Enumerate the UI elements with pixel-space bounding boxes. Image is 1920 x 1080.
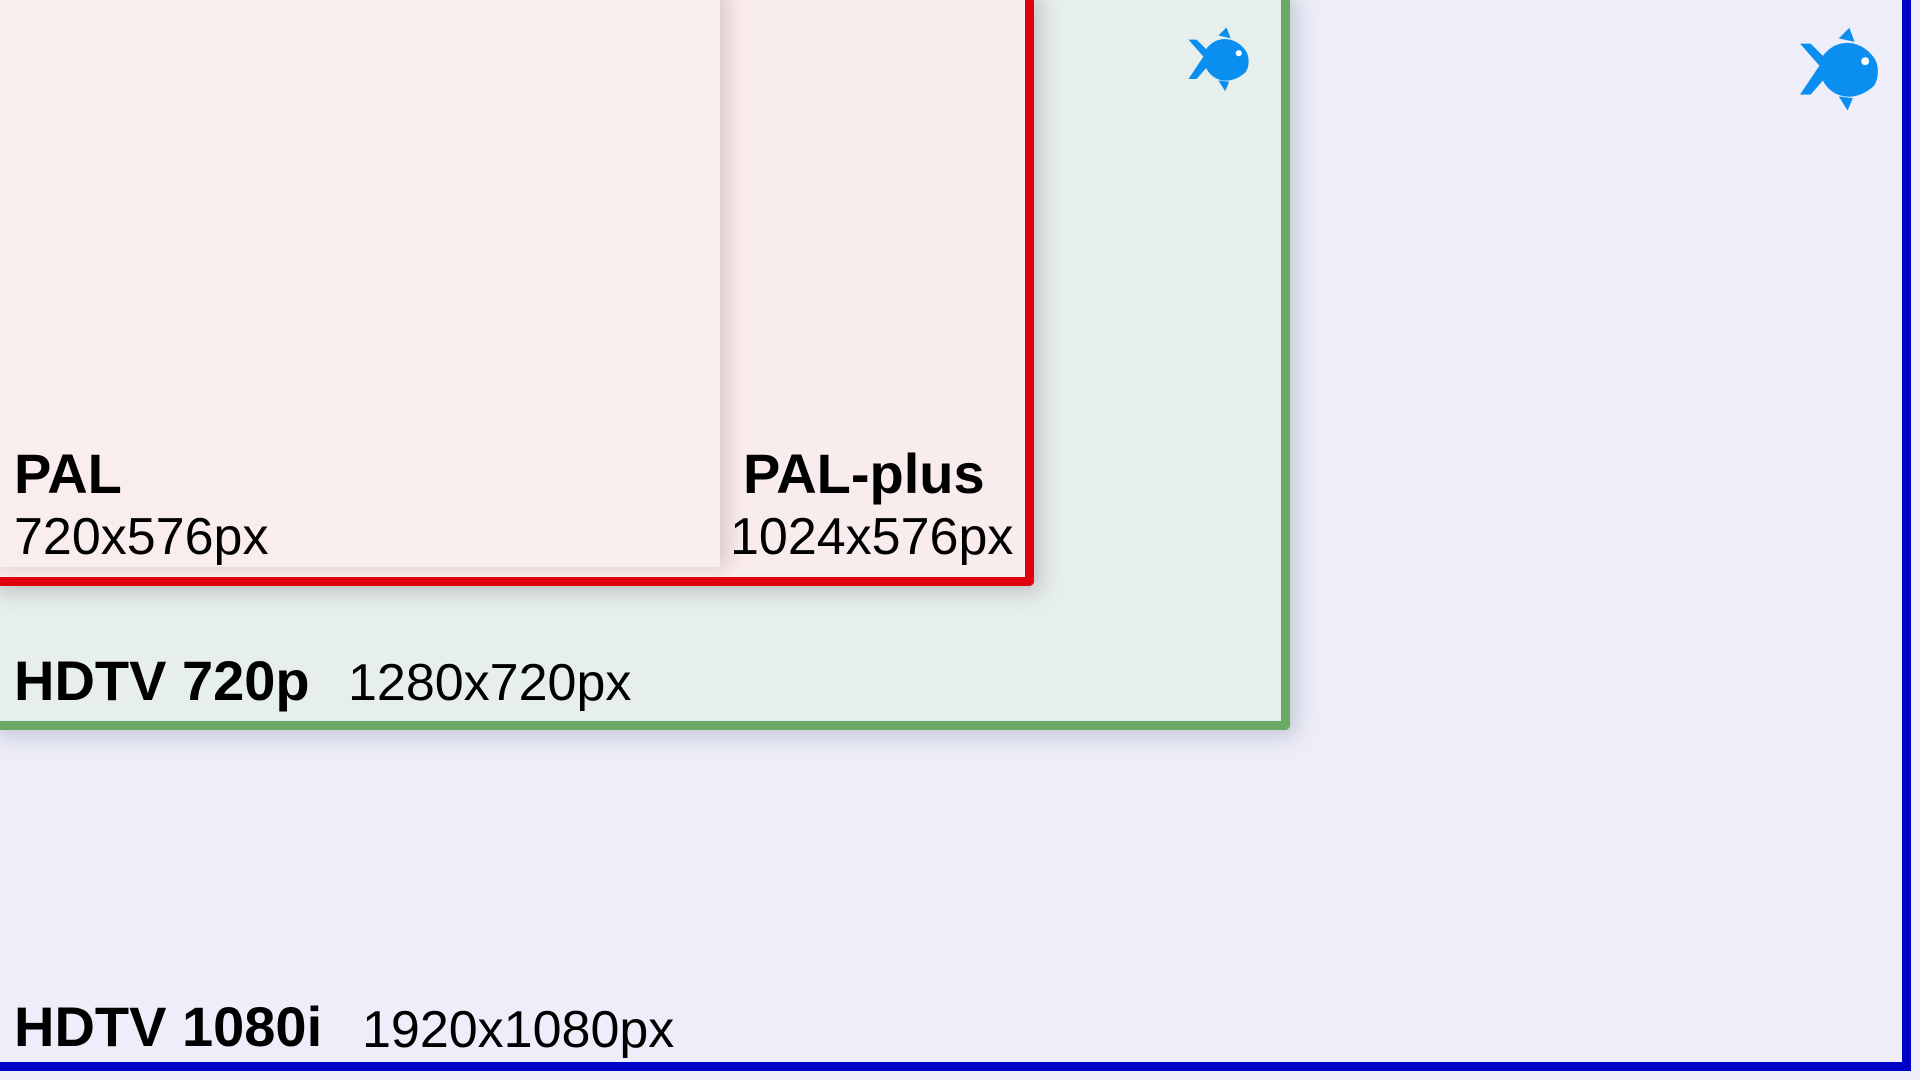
frame-pal (0, 0, 720, 567)
fish-icon (1800, 27, 1878, 111)
format-title-hdtv-1080i: HDTV 1080i (14, 995, 323, 1058)
fish-icon (1188, 27, 1249, 92)
format-title-pal: PAL (14, 442, 122, 505)
format-title-pal-plus: PAL-plus (743, 442, 985, 505)
format-size-hdtv-720p: 1280x720px (348, 654, 632, 712)
format-size-pal-plus: 1024x576px (730, 508, 1014, 566)
format-size-hdtv-1080i: 1920x1080px (362, 1001, 675, 1059)
format-title-hdtv-720p: HDTV 720p (14, 649, 310, 712)
format-size-pal: 720x576px (14, 508, 269, 566)
